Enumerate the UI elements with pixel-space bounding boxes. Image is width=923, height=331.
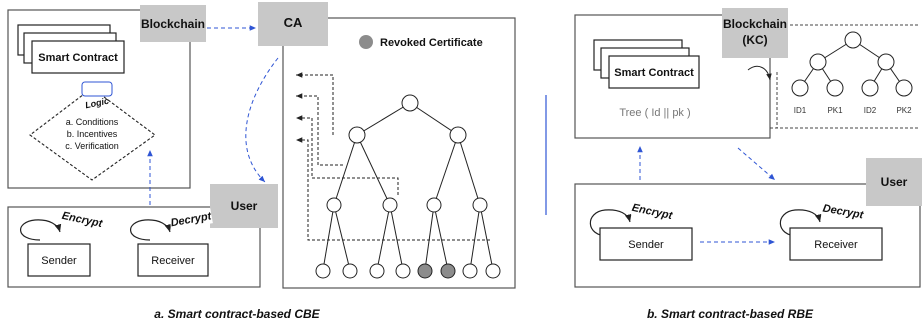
logic-diamond	[29, 87, 156, 181]
decrypt-loop-left	[130, 219, 172, 241]
sender-label-left: Sender	[41, 255, 77, 267]
receiver-box-right	[789, 227, 883, 261]
encrypt-loop-right	[589, 209, 632, 237]
encrypt-tag-left	[60, 208, 104, 232]
ca-label: CA	[284, 15, 303, 30]
leaf-label-pk1: PK1	[827, 106, 843, 115]
logic-item-b: b. Incentives	[67, 129, 118, 139]
blockchain-kc-box	[722, 8, 788, 58]
blockchain-label: Blockchain	[141, 17, 205, 31]
decrypt-tag-right	[821, 200, 866, 223]
blockchain-kc-label-2: (KC)	[742, 33, 767, 47]
user-box-left	[210, 184, 278, 228]
blockchain-kc-label-1: Blockchain	[723, 17, 787, 31]
smart-contract-label: Smart Contract	[38, 52, 118, 64]
user-panel	[7, 206, 261, 288]
kc-tree	[791, 31, 913, 97]
tree-label: Tree ( Id || pk )	[619, 107, 690, 119]
logic-item-a: a. Conditions	[66, 117, 119, 127]
leaf-label-id2: ID2	[864, 106, 877, 115]
user-panel-right	[574, 183, 921, 288]
kc-dashed-panel	[770, 24, 920, 129]
logic-tag	[81, 81, 113, 97]
arrow-tree-link	[747, 65, 772, 81]
receiver-label-right: Receiver	[814, 239, 858, 251]
certificate-tree	[322, 102, 494, 271]
receiver-label-left: Receiver	[151, 255, 195, 267]
arrow-ca-to-user	[245, 57, 279, 183]
encrypt-tag-right	[630, 200, 674, 224]
logic-item-c: c. Verification	[65, 141, 119, 151]
receiver-box-left	[137, 243, 209, 277]
blockchain-box	[140, 5, 206, 42]
caption-right: b. Smart contract-based RBE	[647, 307, 814, 321]
ca-panel	[282, 17, 516, 289]
decrypt-tag-left	[168, 208, 213, 231]
sender-box-right	[599, 227, 693, 261]
blockchain-panel	[7, 9, 191, 189]
revoked-leaf-1	[417, 263, 433, 279]
user-label-right: User	[881, 175, 908, 189]
smart-contract-stack	[17, 24, 125, 74]
caption-left: a. Smart contract-based CBE	[154, 307, 320, 321]
ca-box	[258, 2, 328, 46]
tree-nodes	[315, 94, 501, 279]
leaf-label-id1: ID1	[794, 106, 807, 115]
revoked-legend-label: Revoked Certificate	[380, 37, 483, 49]
encrypt-loop-left	[20, 219, 62, 241]
proof-paths	[296, 72, 490, 241]
user-label-left: User	[231, 199, 258, 213]
smart-contract-stack-right	[593, 39, 700, 89]
logic-label: Logic	[84, 96, 110, 111]
user-box-right	[866, 158, 922, 206]
revoked-leaf-2	[440, 263, 456, 279]
smart-contract-label-right: Smart Contract	[614, 67, 694, 79]
sender-box-left	[27, 243, 91, 277]
arrow-blockchain-to-user-right	[737, 147, 776, 181]
decrypt-loop-right	[779, 209, 822, 237]
revoked-legend-dot	[359, 35, 373, 49]
sender-label-right: Sender	[628, 239, 664, 251]
leaf-label-pk2: PK2	[896, 106, 912, 115]
